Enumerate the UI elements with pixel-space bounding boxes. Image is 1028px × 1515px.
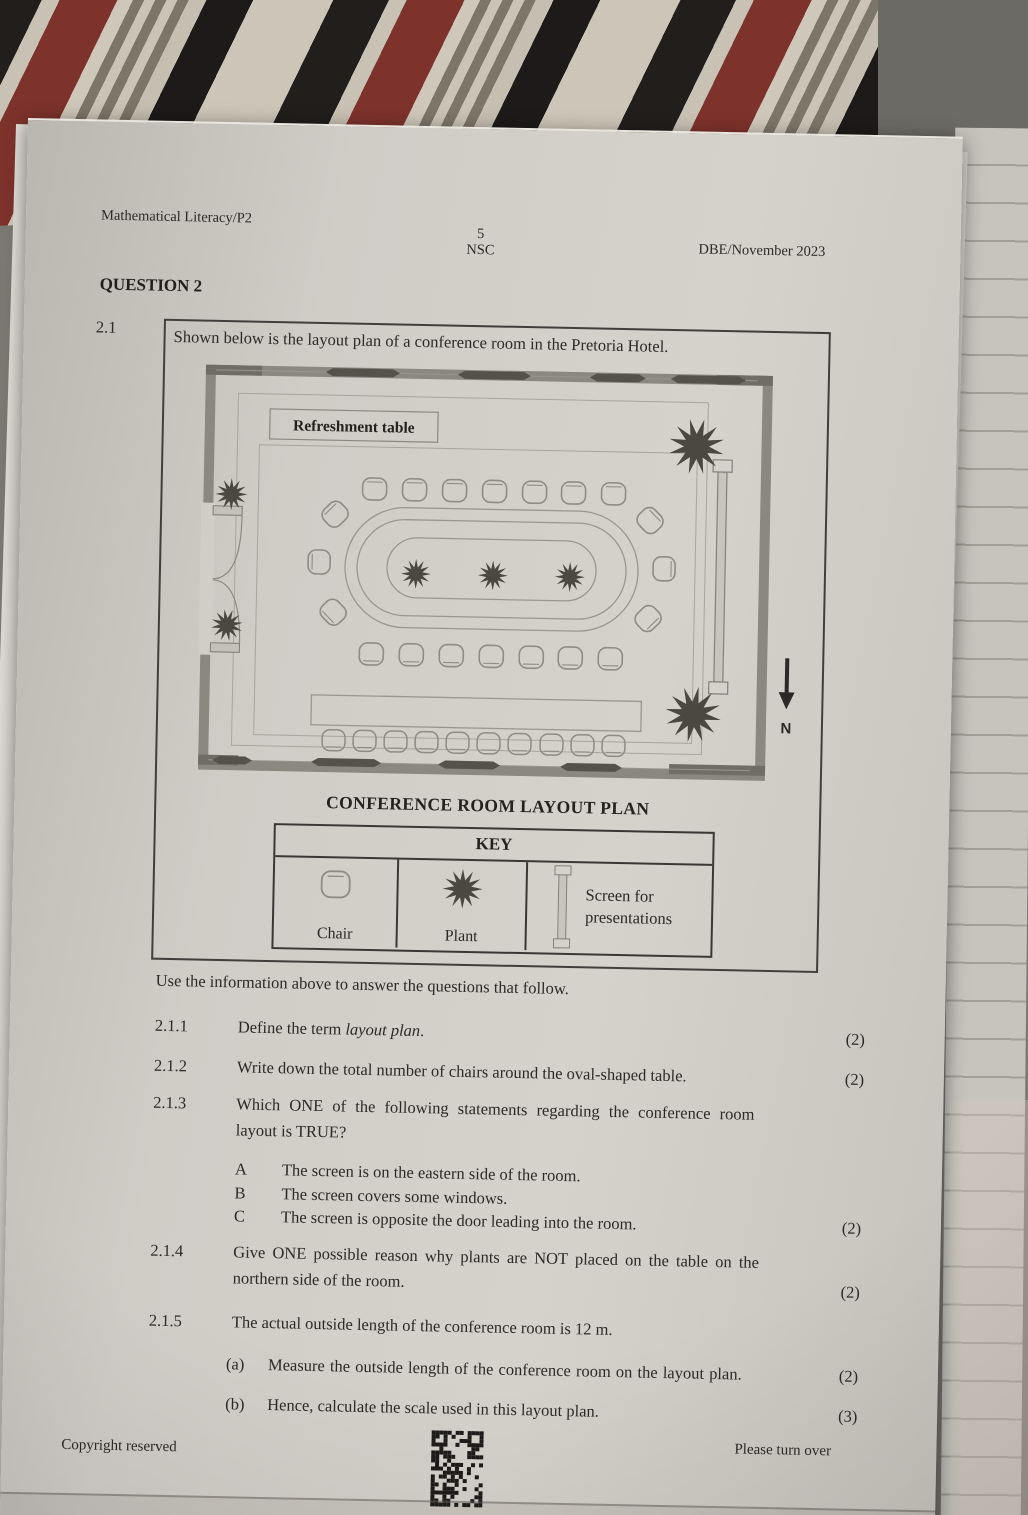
question-heading: QUESTION 2 [99, 274, 203, 296]
footer-copyright: Copyright reserved [61, 1436, 177, 1456]
q211-marks: (2) [845, 1029, 866, 1049]
chair-icon [597, 646, 624, 671]
chair-icon [600, 481, 627, 506]
chair-icon [358, 641, 385, 667]
resource-box: Shown below is the layout plan of a conf… [151, 318, 831, 974]
north-label: N [780, 720, 791, 737]
q211-number: 2.1.1 [154, 1015, 189, 1036]
screen-label-line1: Screen for [585, 885, 654, 906]
plant-icon [400, 558, 432, 590]
resource-intro: Shown below is the layout plan of a conf… [173, 326, 669, 356]
q213-number: 2.1.3 [153, 1092, 187, 1113]
chair-icon [481, 479, 508, 504]
key-cell-plant: Plant [397, 859, 529, 951]
q214-number: 2.1.4 [150, 1240, 184, 1261]
q211-prefix: Define the term [237, 1017, 346, 1039]
plant-icon [477, 560, 509, 591]
question-2-1-number: 2.1 [95, 317, 117, 337]
screen-icon [707, 459, 733, 695]
plant-icon [442, 868, 484, 910]
north-arrow-icon: N [778, 658, 795, 737]
q213-optionA-text: The screen is on the eastern side of the… [281, 1160, 581, 1186]
oval-table [344, 507, 639, 632]
chair-icon [398, 642, 425, 667]
q213-optionB-letter: B [234, 1183, 246, 1203]
plant-label: Plant [444, 927, 478, 946]
long-table [310, 694, 643, 733]
inner-boundary-inner [253, 444, 698, 744]
refreshment-table-label: Refreshment table [293, 417, 415, 436]
chair-icon [401, 477, 428, 502]
q215b-letter: (b) [225, 1394, 245, 1414]
key-cell-screen: Screen for presentations [526, 862, 712, 954]
inner-boundary-outer [230, 392, 709, 756]
chair-icon [441, 478, 468, 503]
chair-icon [318, 497, 353, 532]
q213-optionB-text: The screen covers some windows. [281, 1184, 508, 1208]
door-icon [198, 502, 243, 655]
chair-icon [478, 644, 505, 669]
screen-icon [552, 865, 572, 949]
chair-icon [518, 645, 545, 670]
chair-icon [361, 476, 388, 502]
q214-line1: Give ONE possible reason why plants are … [233, 1242, 760, 1272]
q215-text: The actual outside length of the confere… [231, 1312, 613, 1339]
header-subject: Mathematical Literacy/P2 [100, 207, 253, 227]
q212-marks: (2) [844, 1069, 865, 1089]
chair-label: Chair [316, 924, 353, 943]
refreshment-table [268, 408, 439, 443]
q215a-letter: (a) [225, 1354, 245, 1374]
q215b-text: Hence, calculate the scale used in this … [267, 1395, 600, 1421]
conference-room-layout-diagram: Refreshment table [197, 364, 795, 781]
chair-icon [652, 555, 677, 582]
q212-text: Write down the total number of chairs ar… [236, 1057, 687, 1086]
q213-marks: (2) [841, 1218, 862, 1238]
diagram-caption: CONFERENCE ROOM LAYOUT PLAN [325, 792, 650, 819]
chair-icon [307, 548, 332, 575]
q215a-text: Measure the outside length of the confer… [267, 1355, 742, 1384]
plant-icon [554, 561, 586, 593]
header-edition: DBE/November 2023 [698, 241, 826, 261]
q215-number: 2.1.5 [148, 1310, 183, 1331]
q211-term: layout plan [345, 1019, 421, 1041]
window-icons [212, 368, 746, 772]
q213-line2: layout is TRUE? [235, 1120, 347, 1142]
chair-icon [631, 601, 666, 636]
exam-paper-page: Mathematical Literacy/P2 5 NSC DBE/Novem… [0, 118, 963, 1515]
q214-line2: northern side of the room. [232, 1268, 405, 1291]
q211-suffix: . [419, 1021, 425, 1041]
q213-line1: Which ONE of the following statements re… [236, 1094, 755, 1124]
q215b-marks: (3) [837, 1406, 858, 1426]
q213-optionC-text: The screen is opposite the door leading … [280, 1207, 637, 1234]
q215a-marks: (2) [838, 1366, 859, 1386]
chair-icon [560, 480, 587, 506]
instruction: Use the information above to answer the … [155, 970, 569, 999]
q213-optionA-letter: A [234, 1159, 248, 1179]
q214-marks: (2) [840, 1282, 861, 1302]
q213-optionC-letter: C [233, 1206, 246, 1226]
chair-icon [632, 503, 668, 538]
header-nsc: NSC [466, 241, 495, 259]
q212-number: 2.1.2 [153, 1055, 188, 1076]
key-cell-chair: Chair [273, 857, 400, 948]
chair-icon [320, 870, 351, 899]
footer-turn-over: Please turn over [734, 1441, 832, 1460]
chair-icon [557, 645, 584, 671]
chair-icon [438, 643, 465, 668]
key-table: KEY Chair Plant [271, 823, 715, 958]
q211-text: Define the term layout plan. [238, 1017, 425, 1041]
chair-icon [521, 480, 548, 505]
screen-label-line2: presentations [584, 907, 673, 929]
chair-icon [316, 595, 351, 630]
notebook-tint [950, 1100, 1028, 1515]
qr-code [430, 1430, 486, 1508]
